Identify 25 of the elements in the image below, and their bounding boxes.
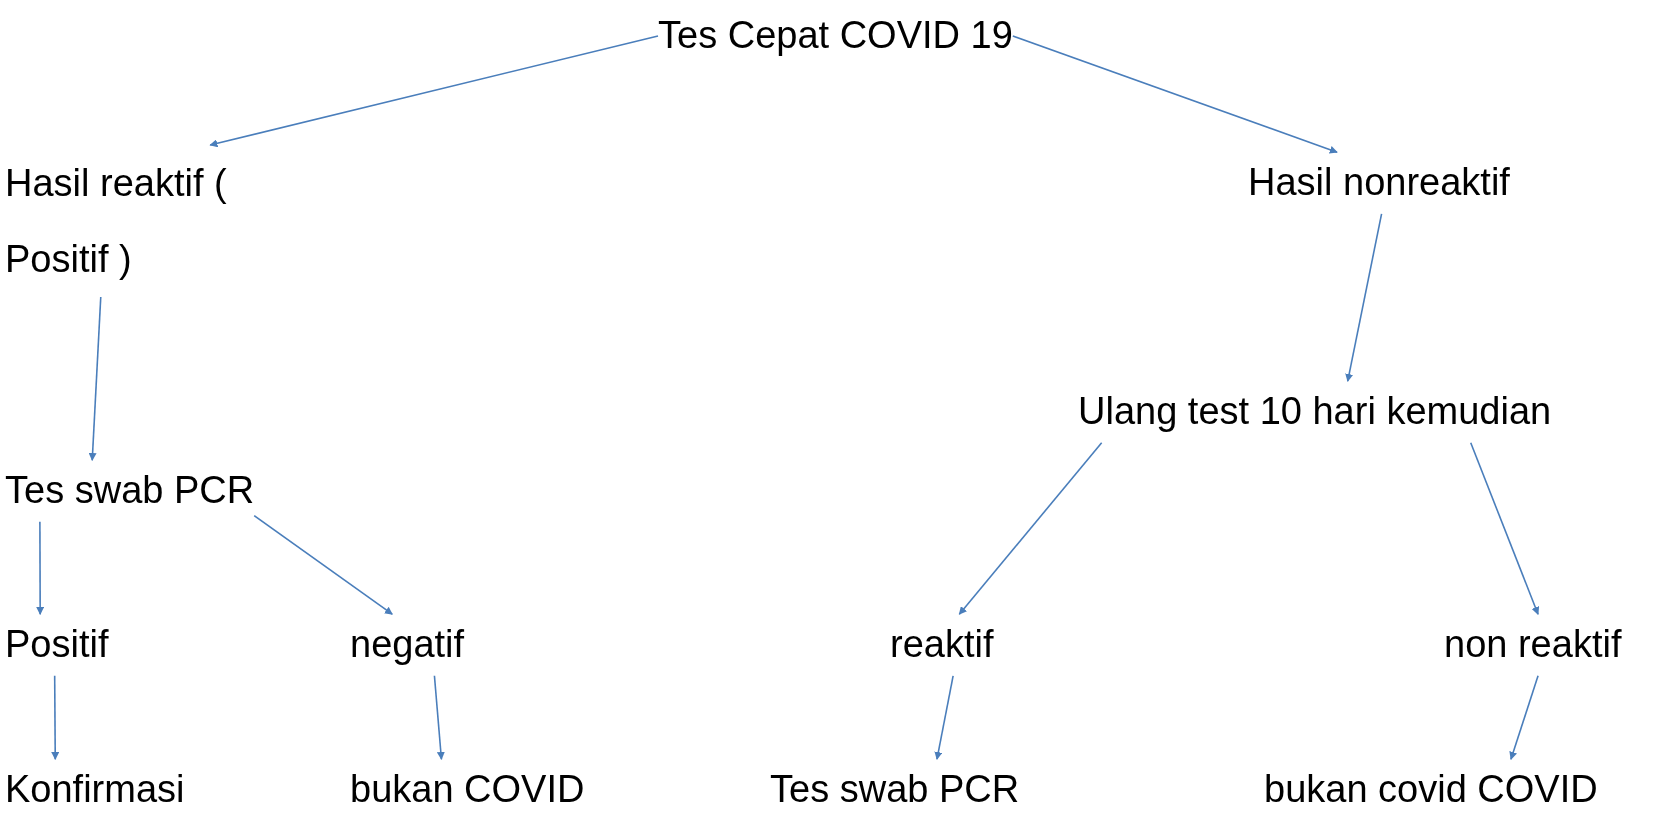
- arrow: [1345, 213, 1383, 382]
- node-label: Tes swab PCR: [770, 759, 1020, 821]
- arrow: [934, 675, 954, 760]
- node-label: Positif: [5, 614, 109, 676]
- node-label: bukan COVID: [350, 759, 585, 821]
- arrow: [88, 296, 102, 461]
- arrow: [1012, 35, 1338, 154]
- node-label: Hasil reaktif ( Positif ): [5, 145, 233, 297]
- node-label: reaktif: [890, 614, 994, 676]
- arrow: [958, 442, 1103, 615]
- arrow: [253, 514, 394, 615]
- node-label: negatif: [350, 614, 465, 676]
- node-label: Ulang test 10 hari kemudian: [1078, 381, 1552, 443]
- node-label: Tes swab PCR: [5, 460, 255, 522]
- node-label: Hasil nonreaktif: [1248, 152, 1510, 214]
- arrow: [1509, 675, 1539, 760]
- node-label: Konfirmasi: [5, 759, 185, 821]
- arrow: [433, 675, 445, 760]
- node-label: Tes Cepat COVID 19: [658, 5, 1013, 67]
- arrow: [36, 521, 45, 615]
- node-label: non reaktif: [1444, 614, 1622, 676]
- node-label: bukan covid COVID: [1264, 759, 1598, 821]
- arrow: [51, 675, 60, 760]
- arrow: [209, 35, 659, 148]
- arrow: [1469, 442, 1540, 615]
